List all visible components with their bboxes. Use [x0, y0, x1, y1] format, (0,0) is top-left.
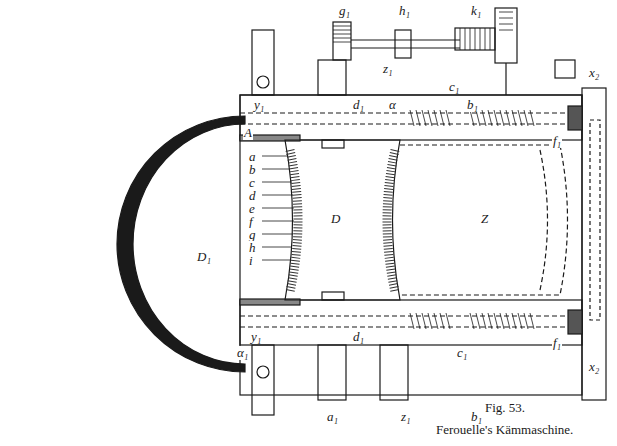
part-letter: c₁	[456, 346, 468, 360]
boss	[380, 345, 408, 400]
part-letter: a	[248, 150, 257, 164]
part-letter: z₁	[400, 410, 412, 424]
boss	[318, 60, 346, 95]
bolt	[257, 366, 269, 378]
part-letter: b₁	[470, 410, 483, 424]
part-letter: e	[248, 202, 256, 216]
lower-shaft	[240, 326, 582, 327]
cylinder-edge	[540, 150, 548, 290]
part-letter: y₁	[253, 98, 265, 112]
part-letter: x₂	[588, 66, 600, 80]
screw-thread	[410, 110, 534, 329]
figure-caption: Ferouelle's Kämmaschine.	[436, 422, 573, 437]
part-letter: b	[248, 163, 257, 177]
boss	[322, 140, 344, 148]
boss	[252, 345, 274, 415]
part-letter: c	[248, 176, 256, 190]
housing	[240, 95, 582, 395]
part-letter: d	[248, 189, 257, 203]
gear-hidden	[590, 120, 600, 320]
part-letter: Z	[480, 212, 489, 226]
part-letter: A	[243, 126, 253, 140]
brush	[387, 150, 395, 292]
part-letter: d₁	[352, 98, 365, 112]
part-letter: α₁	[236, 346, 249, 360]
part-letter: k₁	[470, 4, 482, 18]
upper-channel	[240, 95, 582, 140]
part-letter: z₁	[382, 62, 394, 76]
bolt	[257, 76, 269, 88]
boss	[322, 292, 344, 300]
part-letter: h	[248, 241, 257, 255]
part-letter: f	[248, 215, 254, 229]
boss	[252, 30, 274, 95]
end-plate	[582, 88, 606, 400]
boss	[318, 345, 346, 400]
second-cylinder	[400, 145, 568, 295]
part-letter: g₁	[338, 4, 351, 18]
part-letter: g	[248, 228, 257, 242]
part-letter: D	[330, 212, 341, 226]
figure-number: Fig. 53.	[485, 400, 525, 415]
part-letter: y₁	[250, 330, 262, 344]
fibre-lines	[262, 156, 294, 260]
part-letter: x₂	[588, 360, 600, 374]
part-letter: b₁	[466, 98, 479, 112]
part-letter: α	[388, 98, 397, 112]
part-letter: d₁	[352, 330, 365, 344]
part-letter: i	[248, 254, 254, 268]
comb-drum	[285, 140, 400, 300]
part-letter: f₁	[552, 336, 562, 350]
part-letter: a₁	[326, 410, 339, 424]
part-letter: h₁	[398, 4, 411, 18]
top-gearing	[333, 8, 575, 95]
lower-channel	[240, 300, 582, 345]
part-letter: c₁	[448, 80, 460, 94]
part-letter: f₁	[552, 134, 562, 148]
part-letter: D₁	[196, 250, 212, 264]
upper-shaft	[240, 123, 582, 124]
gear	[568, 106, 582, 130]
hopper-crescent	[117, 116, 245, 372]
gear	[568, 310, 582, 334]
